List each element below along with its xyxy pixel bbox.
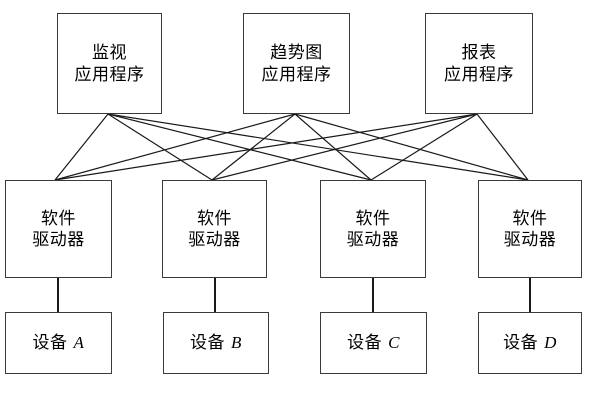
- software-driver-box-2[interactable]: 软件驱动器: [162, 180, 267, 278]
- application-box-2[interactable]: 趋势图应用程序: [243, 13, 350, 114]
- device-label: 设备: [347, 333, 383, 353]
- application-title-line2: 应用程序: [444, 64, 514, 84]
- application-title-line2: 应用程序: [74, 64, 145, 84]
- device-identifier: C: [388, 333, 400, 353]
- driver-title-line1: 软件: [41, 208, 76, 228]
- application-box-1[interactable]: 监视应用程序: [57, 13, 162, 114]
- device-identifier: B: [231, 333, 242, 353]
- edge-app-report-to-driver-d: [476, 113, 529, 181]
- device-identifier: A: [73, 333, 85, 353]
- device-label: 设备: [190, 333, 226, 353]
- device-identifier: D: [544, 333, 557, 353]
- edge-app-trend-to-driver-c: [294, 113, 372, 181]
- application-title-line1: 监视: [92, 43, 127, 63]
- application-title-line1: 趋势图: [270, 43, 323, 63]
- edge-app-trend-to-driver-b: [211, 113, 296, 181]
- software-driver-box-4[interactable]: 软件驱动器: [478, 180, 582, 278]
- driver-title-line1: 软件: [355, 208, 391, 228]
- edge-app-monitor-to-driver-b: [107, 113, 213, 181]
- edge-app-trend-to-driver-d: [294, 113, 529, 181]
- edge-app-report-to-driver-b: [211, 113, 478, 181]
- driver-title-line1: 软件: [512, 208, 548, 228]
- driver-title-line2: 驱动器: [503, 230, 557, 249]
- application-title-line1: 报表: [461, 43, 497, 63]
- device-label: 设备: [503, 333, 539, 353]
- driver-title-line2: 驱动器: [188, 230, 241, 249]
- device-label: 设备: [32, 333, 68, 353]
- edge-app-monitor-to-driver-a: [54, 113, 109, 181]
- application-title-line2: 应用程序: [261, 64, 332, 84]
- application-box-3[interactable]: 报表应用程序: [425, 13, 533, 114]
- edge-app-trend-to-driver-a: [54, 113, 296, 181]
- driver-title-line2: 驱动器: [32, 230, 85, 249]
- software-driver-box-3[interactable]: 软件驱动器: [320, 180, 426, 278]
- driver-title-line2: 驱动器: [346, 230, 400, 249]
- edge-app-monitor-to-driver-c: [107, 113, 372, 181]
- driver-title-line1: 软件: [197, 208, 232, 228]
- software-driver-box-1[interactable]: 软件驱动器: [5, 180, 112, 278]
- edge-app-monitor-to-driver-d: [107, 113, 529, 181]
- edge-app-report-to-driver-a: [54, 113, 478, 181]
- edge-app-report-to-driver-c: [370, 113, 478, 181]
